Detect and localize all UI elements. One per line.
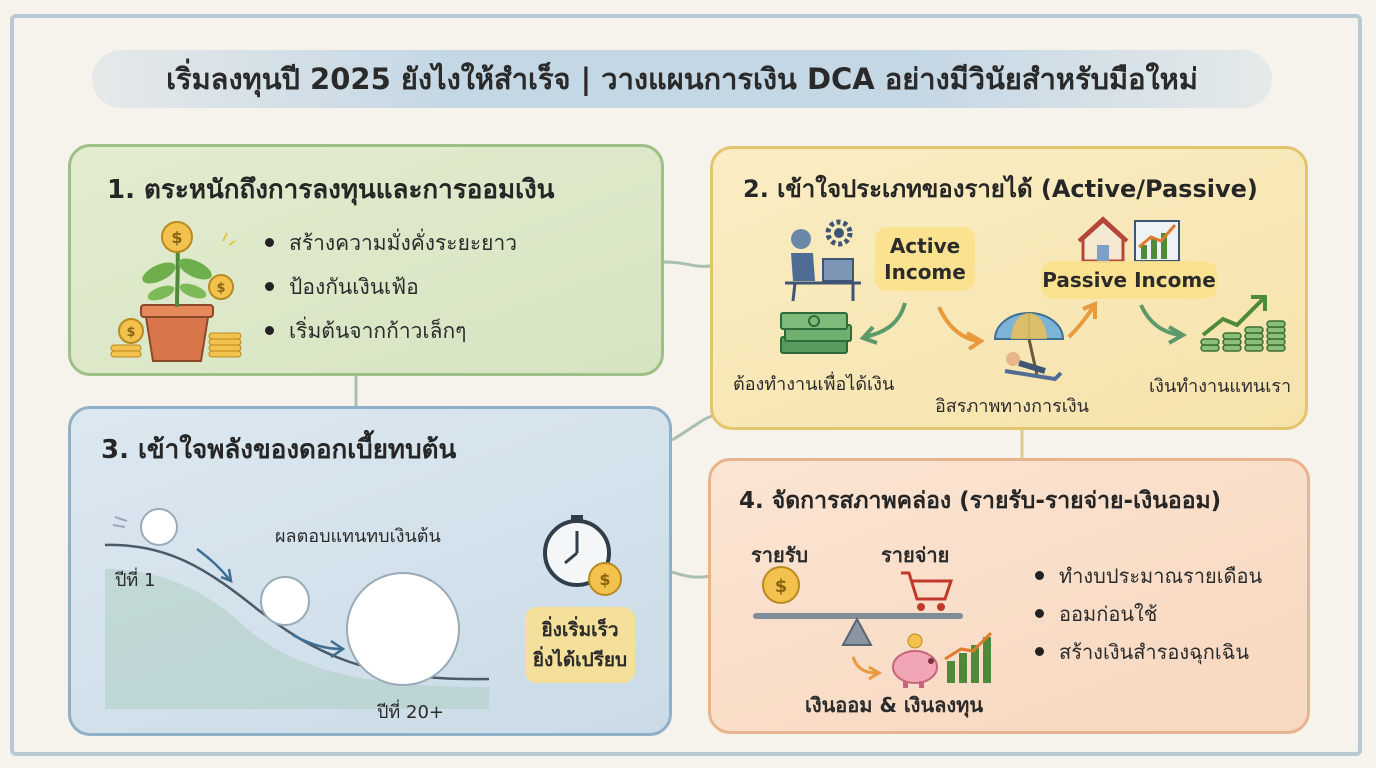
svg-text:$: $ <box>126 325 135 340</box>
list-item: สร้างความมั่งคั่งระยะยาว <box>263 221 517 265</box>
clock-coin-icon: $ <box>543 515 622 596</box>
section-4-heading: 4. จัดการสภาพคล่อง (รายรับ-รายจ่าย-เงินอ… <box>739 488 1222 514</box>
year-1-label: ปีที่ 1 <box>115 570 156 591</box>
income-label: รายรับ <box>751 543 809 567</box>
svg-text:$: $ <box>599 570 610 589</box>
list-item: ทำงบประมาณรายเดือน <box>1033 557 1262 595</box>
person-working-icon <box>785 219 861 302</box>
list-item: ป้องกันเงินเฟ้อ <box>263 265 517 309</box>
year-20-label: ปีที่ 20+ <box>377 702 444 723</box>
snowball-hill-illustration <box>104 508 490 709</box>
section-income-types-panel: 2. เข้าใจประเภทของรายได้ (Active/Passive… <box>710 146 1308 430</box>
compound-subtitle: ผลตอบแทนทบเงินต้น <box>275 526 441 547</box>
page-title: เริ่มลงทุนปี 2025 ยังไงให้สำเร็จ | วางแผ… <box>92 50 1272 108</box>
income-flow-arrows <box>859 301 1188 351</box>
svg-text:$: $ <box>171 228 182 247</box>
section-4-bullets: ทำงบประมาณรายเดือน ออมก่อนใช้ สร้างเงินส… <box>1033 557 1262 671</box>
active-income-caption: ต้องทำงานเพื่อได้เงิน <box>733 374 895 395</box>
section-2-heading: 2. เข้าใจประเภทของรายได้ (Active/Passive… <box>743 175 1258 203</box>
section-compound-interest-panel: 3. เข้าใจพลังของดอกเบี้ยทบต้น ผลตอบแทนทบ… <box>68 406 672 736</box>
section-3-heading: 3. เข้าใจพลังของดอกเบี้ยทบต้น <box>101 435 457 465</box>
balance-scale-icon: $ <box>753 566 993 688</box>
cash-stack-icon <box>780 312 852 354</box>
financial-freedom-caption: อิสรภาพทางการเงิน <box>935 396 1089 417</box>
plant-coins-icon: $ $ $ <box>110 221 242 362</box>
section-1-heading: 1. ตระหนักถึงการลงทุนและการออมเงิน <box>107 175 555 205</box>
active-income-badge: Active Income <box>875 227 975 291</box>
svg-text:$: $ <box>775 576 788 597</box>
house-chart-icon <box>1077 216 1180 263</box>
passive-income-badge: Passive Income <box>1041 261 1217 299</box>
beach-relax-icon <box>993 312 1065 382</box>
list-item: ออมก่อนใช้ <box>1033 595 1262 633</box>
list-item: เริ่มต้นจากก้าวเล็กๆ <box>263 309 517 353</box>
section-liquidity-panel: 4. จัดการสภาพคล่อง (รายรับ-รายจ่าย-เงินอ… <box>708 458 1310 734</box>
list-item: สร้างเงินสำรองฉุกเฉิน <box>1033 633 1262 671</box>
passive-income-caption: เงินทำงานแทนเรา <box>1149 376 1292 397</box>
outer-frame <box>10 14 1362 756</box>
savings-investment-label: เงินออม & เงินลงทุน <box>805 693 983 717</box>
start-early-callout: ยิ่งเริ่มเร็ว ยิ่งได้เปรียบ <box>525 607 635 683</box>
section-awareness-panel: 1. ตระหนักถึงการลงทุนและการออมเงิน $ $ $… <box>68 144 664 376</box>
growth-coins-icon <box>1200 295 1286 352</box>
expense-label: รายจ่าย <box>881 543 950 567</box>
section-1-bullets: สร้างความมั่งคั่งระยะยาว ป้องกันเงินเฟ้อ… <box>263 221 517 353</box>
svg-text:$: $ <box>216 281 225 296</box>
